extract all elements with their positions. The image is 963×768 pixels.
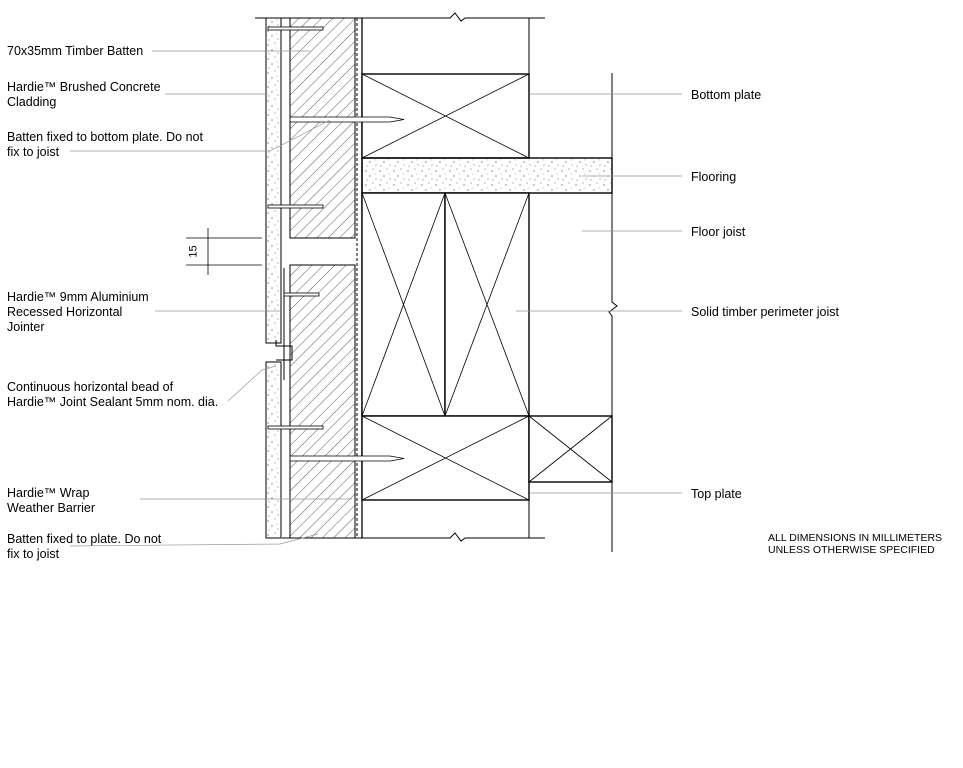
dimension-15 bbox=[186, 228, 262, 275]
batten-lower bbox=[289, 264, 356, 539]
label-cladding: Hardie™ Brushed Concrete Cladding bbox=[7, 80, 161, 109]
dimensions-note: ALL DIMENSIONS IN MILLIMETERS UNLESS OTH… bbox=[768, 532, 943, 556]
label-jointer: Hardie™ 9mm Aluminium Recessed Horizonta… bbox=[7, 290, 149, 334]
right-break-line bbox=[608, 73, 618, 552]
leader-lines bbox=[69, 50, 682, 547]
top-break-line bbox=[255, 12, 545, 22]
dimension-value: 15 bbox=[187, 245, 200, 258]
label-perimeter-joist: Solid timber perimeter joist bbox=[691, 305, 839, 319]
label-batten-fixed-bottom-plate: Batten fixed to bottom plate. Do not fix… bbox=[7, 130, 203, 159]
label-floor-joist: Floor joist bbox=[691, 225, 746, 239]
flooring bbox=[361, 157, 613, 194]
bottom-break-line bbox=[282, 532, 545, 542]
label-top-plate: Top plate bbox=[691, 487, 742, 501]
label-joint-sealant: Continuous horizontal bead of Hardie™ Jo… bbox=[7, 380, 219, 409]
jointer-profile bbox=[275, 268, 293, 380]
label-timber-batten: 70x35mm Timber Batten bbox=[7, 44, 144, 58]
batten-upper bbox=[289, 17, 356, 239]
cladding-upper bbox=[265, 17, 282, 344]
label-bottom-plate: Bottom plate bbox=[691, 88, 762, 102]
label-batten-fixed-plate: Batten fixed to plate. Do not fix to joi… bbox=[7, 532, 162, 561]
label-weather-barrier: Hardie™ Wrap Weather Barrier bbox=[7, 486, 95, 515]
label-flooring: Flooring bbox=[691, 170, 737, 184]
cladding-lower bbox=[265, 361, 282, 539]
fixings bbox=[267, 26, 405, 462]
